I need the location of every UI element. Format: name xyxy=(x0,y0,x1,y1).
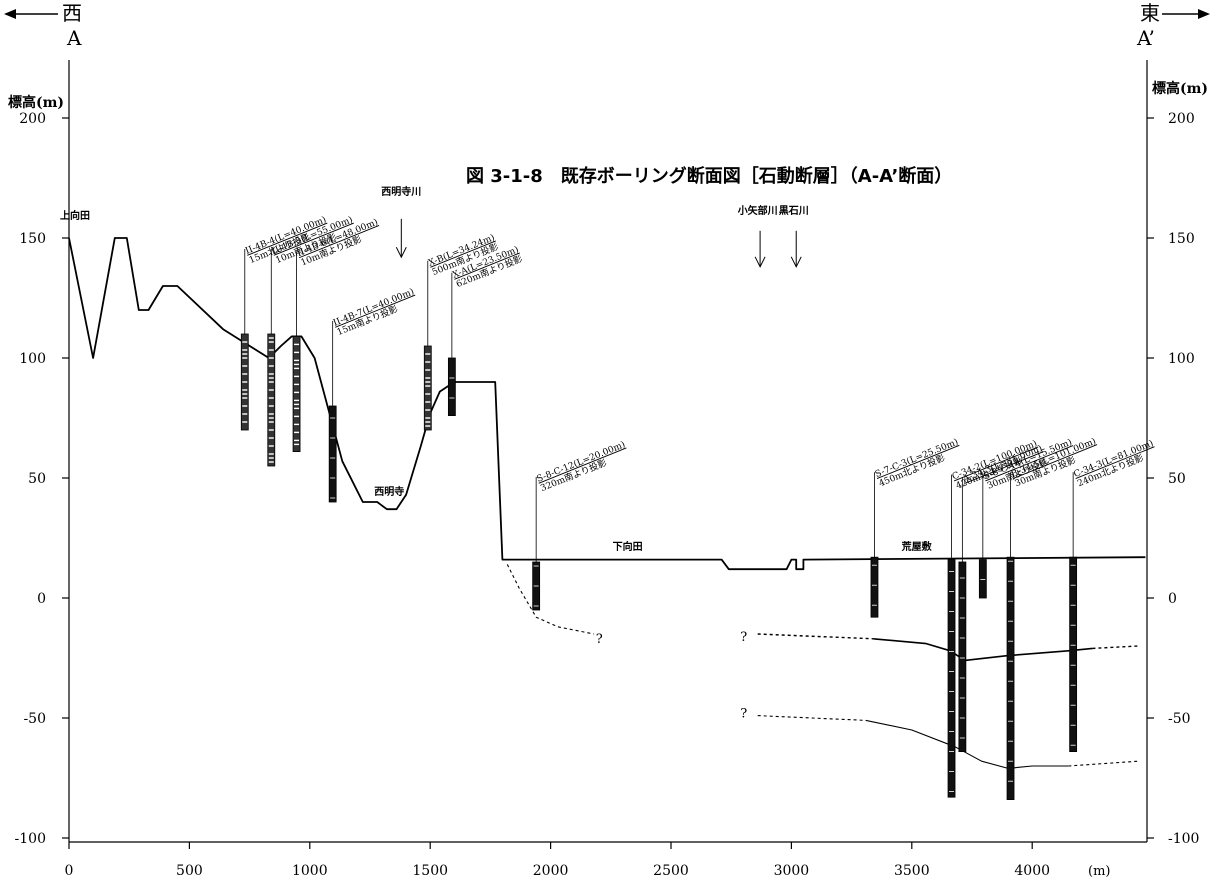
borehole-column xyxy=(947,559,956,798)
question-mark: ? xyxy=(596,632,603,647)
x-tick-label: 4000 xyxy=(1014,863,1050,879)
place-name-koyabe-river: 小矢部川 xyxy=(737,204,778,217)
y-tick-label-left: 200 xyxy=(19,111,46,127)
figure-title: 図 3-1-8 既存ボーリング断面図［石動断層］（A-A’断面） xyxy=(466,165,952,187)
borehole-column xyxy=(267,333,276,467)
west-label: 西 xyxy=(62,1,82,25)
lower-boundary-dashed-right xyxy=(1068,760,1139,767)
place-name-kamimukaida: 上向田 xyxy=(60,209,90,222)
borehole-column xyxy=(870,556,879,618)
y-tick-label-right: 50 xyxy=(1168,471,1186,487)
question-mark: ? xyxy=(740,630,747,645)
borehole-column xyxy=(328,405,337,503)
borehole-column xyxy=(447,357,456,416)
y-ticks: 200 200 150 150 100 100 50 50 0 0 -50 -50 -100 -100 xyxy=(15,111,1200,847)
x-axis-unit: (m) xyxy=(1088,864,1110,879)
x-tick-label: 0 xyxy=(65,863,74,879)
borehole-column xyxy=(1069,556,1078,753)
river-arrowhead xyxy=(395,246,407,259)
question-marks: ??? xyxy=(596,630,747,722)
river-markers xyxy=(395,218,802,268)
borehole-label-S-7-C-3: S-7-C-3(L=25.50m)450m北より投影 xyxy=(873,437,959,490)
place-name-arayashiki: 荒屋敷 xyxy=(901,540,933,553)
y-tick-label-right: -100 xyxy=(1168,831,1199,847)
left-axis-label: 標高(m) xyxy=(8,94,64,111)
place-name-kuroishi-river: 黒石川 xyxy=(779,205,809,217)
upper-boundary-dashed-right xyxy=(1092,645,1139,650)
place-name-shimomukaida: 下向田 xyxy=(613,540,643,553)
x-tick-label: 3000 xyxy=(774,863,810,879)
y-tick-label-right: -50 xyxy=(1168,711,1191,727)
x-tick-label: 2000 xyxy=(533,863,569,879)
lower-boundary-dashed-mid xyxy=(757,715,867,721)
upper-boundary-dashed-mid xyxy=(757,633,874,640)
upper-boundary-line xyxy=(873,638,1093,662)
borehole-column xyxy=(1006,556,1015,801)
y-tick-label-left: 50 xyxy=(28,471,46,487)
west-point-label: A xyxy=(66,26,82,50)
y-tick-label-right: 150 xyxy=(1168,231,1195,247)
x-tick-label: 500 xyxy=(176,863,203,879)
lower-boundary-line xyxy=(865,719,1069,769)
x-tick-label: 1500 xyxy=(412,863,448,879)
east-marker: 東 A’ xyxy=(1136,1,1210,50)
borehole-label-II-4B-7: II-4B-7(L=40.00m)15m南より投影 xyxy=(332,286,416,338)
profile-lines xyxy=(68,237,1146,769)
y-tick-label-left: -50 xyxy=(23,711,46,727)
place-name-saimyoji-river: 西明寺川 xyxy=(381,185,421,198)
east-label: 東 xyxy=(1140,1,1160,25)
upper-boundary-dashed-left xyxy=(506,564,595,635)
y-tick-label-right: 0 xyxy=(1168,591,1177,607)
y-tick-label-left: -100 xyxy=(15,831,46,847)
river-arrowhead xyxy=(790,256,802,268)
borehole-column xyxy=(978,559,987,599)
borehole-column xyxy=(423,345,432,431)
place-names: 上向田 西明寺川西明寺下向田 小矢部川黒石川荒屋敷 xyxy=(60,185,933,553)
y-tick-label-right: 100 xyxy=(1168,351,1195,367)
borehole-column xyxy=(292,335,301,452)
x-tick-label: 3500 xyxy=(894,863,930,879)
ground-surface-line xyxy=(68,237,1146,571)
y-tick-label-left: 150 xyxy=(19,231,46,247)
borehole-column xyxy=(958,561,967,753)
y-tick-label-right: 200 xyxy=(1168,111,1195,127)
question-mark: ? xyxy=(740,707,747,722)
boreholes: II-4B-4(L=40.00m)15m北より投影II-4B-5(L=55.00… xyxy=(240,214,1155,801)
y-tick-label-left: 0 xyxy=(37,591,46,607)
x-tick-label: 2500 xyxy=(653,863,689,879)
place-name-saimyoji: 西明寺 xyxy=(374,485,404,498)
east-point-label: A’ xyxy=(1136,26,1155,50)
right-axis-label: 標高(m) xyxy=(1152,80,1208,97)
x-tick-label: 1000 xyxy=(292,863,328,879)
river-arrowhead xyxy=(754,256,766,268)
y-tick-label-left: 100 xyxy=(19,351,46,367)
x-ticks: 0 500 1000 1500 2000 2500 3000 3500 4000 xyxy=(65,842,1050,879)
borehole-label-S-8-C-12: S-8-C-12(L=20.00m)320m南より投影 xyxy=(535,439,627,494)
west-marker: 西 A xyxy=(4,1,82,50)
